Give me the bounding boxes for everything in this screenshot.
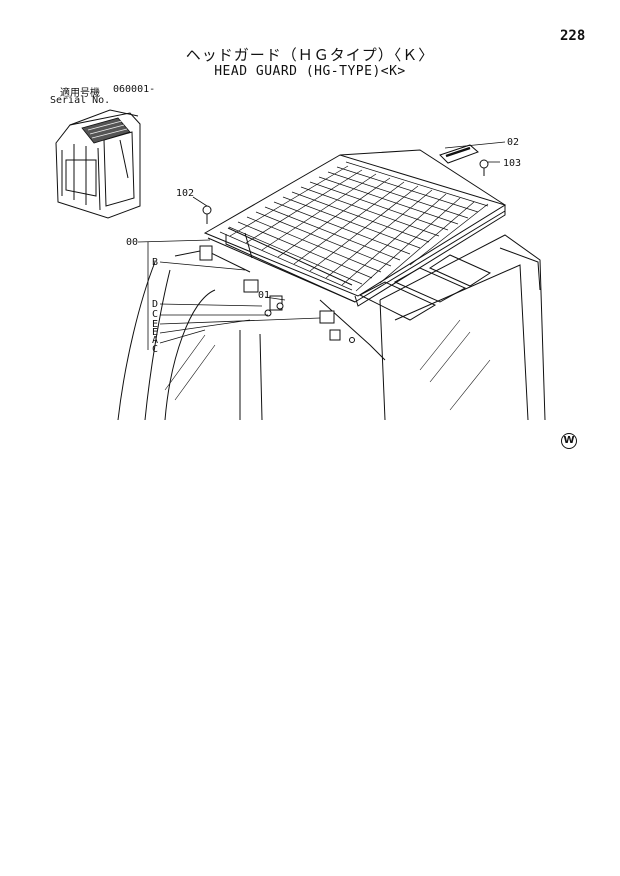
thumbnail-guard-hatch [81,117,131,144]
bolt-103-icon [479,159,489,176]
page-title-japanese: ヘッドガード（ＨＧタイプ）〈Ｋ〉 [185,46,435,64]
callout-01: 01 [258,290,270,301]
callout-ref-d: D [152,299,158,310]
callout-leader-lines [137,141,506,350]
guard-frame [203,149,507,307]
callout-ref-a: A [152,335,158,346]
cab-body [117,234,546,421]
callout-00: 00 [126,237,138,248]
window-glass-lines [164,319,491,411]
plate-02-icon [439,144,479,164]
callout-102: 102 [176,188,194,199]
serial-label-english: Serial No. [50,95,111,106]
mounting-brackets [199,245,341,341]
bolt-102-icon [202,205,212,224]
callout-ref-b: B [152,257,158,268]
bolt-01-icon [264,302,355,343]
serial-label-japanese: 適用号機 [60,88,100,99]
callout-ref-c1: C [152,309,158,320]
guard-mesh-grid [219,161,489,292]
roof-window-panels [358,254,492,321]
cab-thumbnail [55,109,141,219]
callout-ref-c2: C [152,344,158,355]
callout-ref-e2: E [152,327,158,338]
callout-103: 103 [503,158,521,169]
callout-02: 02 [507,137,519,148]
serial-number-value: 060001- [113,84,156,95]
watermark-w-icon: W [561,433,577,449]
callout-ref-e1: E [152,319,158,330]
page-title-english: HEAD GUARD (HG-TYPE)<K> [214,64,406,79]
page-number: 228 [560,28,586,44]
